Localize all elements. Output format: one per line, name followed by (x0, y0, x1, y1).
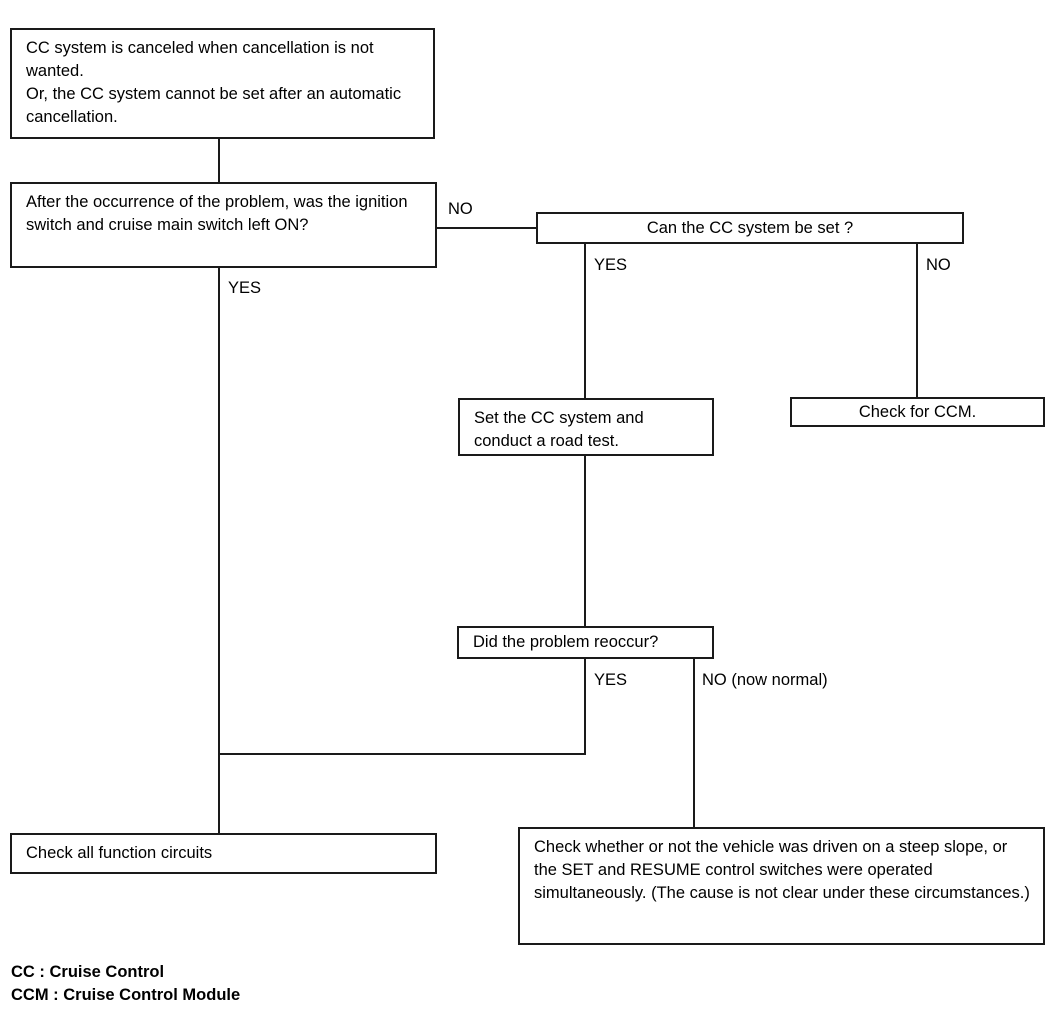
edge-ignition-no-to-can-set (437, 227, 536, 229)
edge-label-can-set-no: NO (926, 256, 951, 274)
edge-ignition-yes-spine (218, 268, 220, 834)
node-action-check-steep-slope: Check whether or not the vehicle was dri… (518, 827, 1045, 945)
legend-ccm: CCM : Cruise Control Module (11, 986, 241, 1004)
node-action-check-ccm: Check for CCM. (790, 397, 1045, 427)
edge-label-reoccur-no: NO (now normal) (702, 671, 828, 689)
node-question-can-set: Can the CC system be set ? (536, 212, 964, 244)
node-symptom: CC system is canceled when cancellation … (10, 28, 435, 139)
node-action-set-road-test: Set the CC system and conduct a road tes… (458, 398, 714, 456)
node-action-check-all-circuits: Check all function circuits (10, 833, 437, 874)
edge-road-test-to-reoccur (584, 456, 586, 627)
edge-can-set-yes-to-road-test (584, 244, 586, 399)
edge-label-ignition-no: NO (448, 200, 473, 218)
node-question-reoccur: Did the problem reoccur? (457, 626, 714, 659)
edge-reoccur-no-to-steep-slope (693, 659, 695, 828)
edge-label-can-set-yes: YES (594, 256, 628, 274)
edge-reoccur-yes-down (584, 659, 586, 755)
edge-can-set-no-to-check-ccm (916, 244, 918, 398)
edge-label-ignition-yes: YES (228, 279, 262, 297)
node-question-ignition: After the occurrence of the problem, was… (10, 182, 437, 268)
legend-cc: CC : Cruise Control (11, 963, 165, 981)
edge-symptom-to-ignition (218, 139, 220, 183)
edge-reoccur-yes-to-spine (218, 753, 586, 755)
edge-label-reoccur-yes: YES (594, 671, 628, 689)
